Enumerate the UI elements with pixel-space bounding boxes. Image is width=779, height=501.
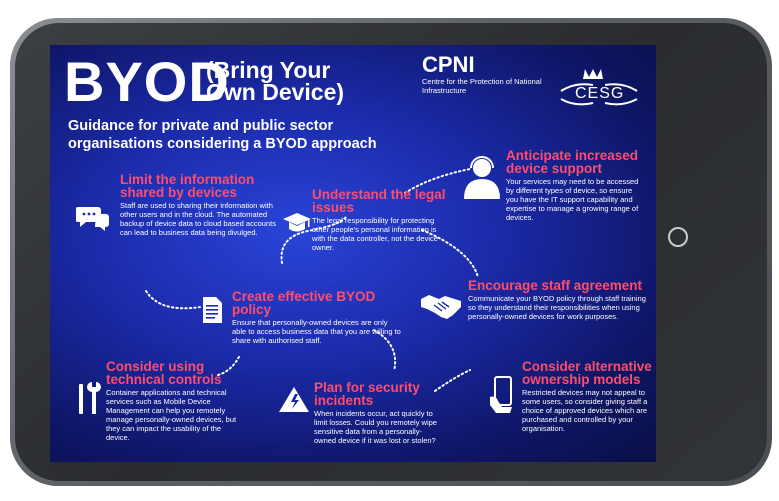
cpni-logo: CPNI Centre for the Protection of Nation… (422, 52, 552, 96)
policy-section: Create effective BYOD policy Ensure that… (232, 290, 412, 345)
technical-body: Container applications and technical ser… (106, 388, 237, 442)
byod-title: BYOD (64, 50, 230, 113)
phone-in-hand-icon (490, 376, 512, 413)
limit-section: Limit the information shared by devices … (120, 173, 290, 237)
warning-icon (279, 387, 309, 412)
cesg-label: CESG (575, 85, 625, 102)
policy-body: Ensure that personally-owned devices are… (232, 318, 401, 345)
cesg-logo: CESG (555, 65, 643, 107)
handshake-icon (421, 295, 461, 319)
tools-icon (79, 382, 101, 414)
incidents-section: Plan for security incidents When inciden… (314, 381, 479, 445)
ownership-body: Restricted devices may not appeal to som… (522, 388, 648, 433)
policy-heading: Create effective BYOD policy (232, 289, 376, 317)
cpni-abbr: CPNI (422, 52, 475, 77)
ownership-heading: Consider alternative ownership models (522, 359, 652, 387)
incidents-heading: Plan for security incidents (314, 380, 420, 408)
support-agent-icon (464, 156, 500, 199)
incidents-body: When incidents occur, act quickly to lim… (314, 409, 437, 445)
agreement-heading: Encourage staff agreement (468, 278, 643, 293)
ownership-section: Consider alternative ownership models Re… (522, 360, 656, 433)
legal-heading: Understand the legal issues (312, 187, 446, 215)
anticipate-heading: Anticipate increased device support (506, 148, 639, 176)
document-icon (203, 297, 222, 323)
agreement-section: Encourage staff agreement Communicate yo… (468, 279, 653, 321)
legal-body: The legal responsibility for protecting … (312, 216, 438, 252)
infographic-screen: BYOD (Bring Your Own Device) CPNI Centre… (50, 45, 656, 462)
technical-heading: Consider using technical controls (106, 359, 222, 387)
crown-icon (560, 69, 638, 106)
graduation-cap-icon (283, 213, 311, 232)
anticipate-body: Your services may need to be accessed by… (506, 177, 639, 222)
legal-section: Understand the legal issues The legal re… (312, 188, 462, 252)
byod-subtitle: (Bring Your Own Device) (206, 57, 345, 105)
home-button[interactable] (668, 227, 688, 247)
agreement-body: Communicate your BYOD policy through sta… (468, 294, 646, 321)
connector-dots (145, 168, 479, 392)
guidance-heading: Guidance for private and public sector o… (68, 118, 377, 152)
limit-heading: Limit the information shared by devices (120, 172, 255, 200)
limit-body: Staff are used to sharing their informat… (120, 201, 276, 237)
anticipate-section: Anticipate increased device support Your… (506, 149, 656, 222)
cpni-name: Centre for the Protection of National In… (422, 77, 542, 95)
chat-bubbles-icon (76, 207, 109, 231)
technical-section: Consider using technical controls Contai… (106, 360, 256, 442)
